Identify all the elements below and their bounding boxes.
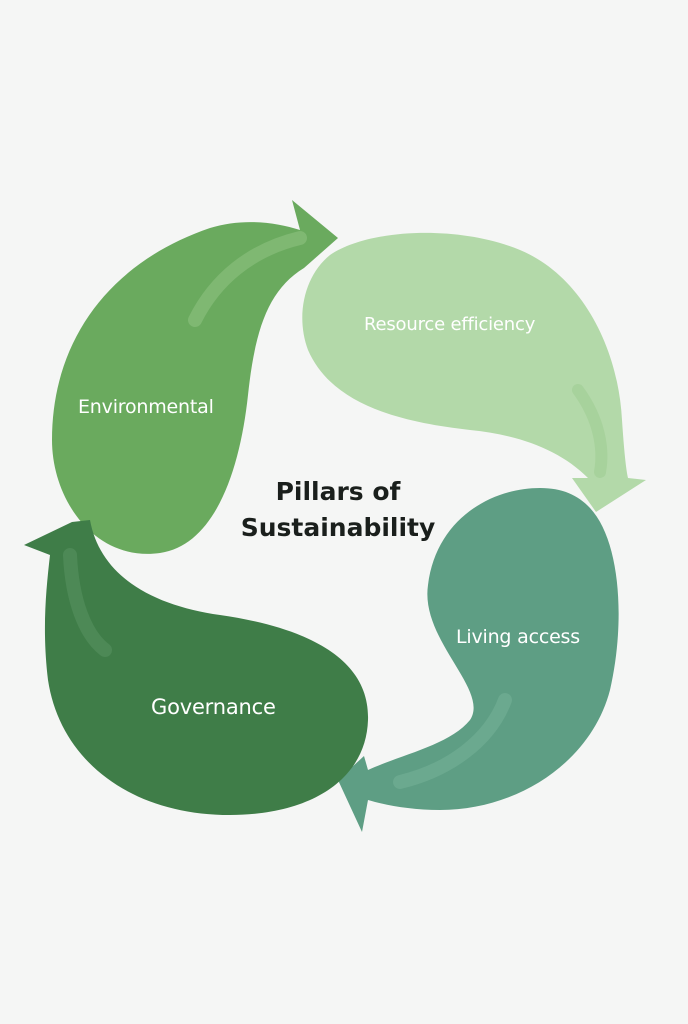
label-resource-efficiency: Resource efficiency bbox=[364, 314, 536, 335]
title-line-2: Sustainability bbox=[240, 513, 436, 542]
segment-governance bbox=[24, 520, 369, 815]
label-living-access: Living access bbox=[456, 626, 580, 648]
title-line-1: Pillars of bbox=[275, 477, 401, 506]
segment-environmental bbox=[52, 200, 338, 554]
label-governance: Governance bbox=[151, 695, 276, 719]
segment-living-access bbox=[338, 488, 619, 832]
label-environmental: Environmental bbox=[78, 396, 214, 418]
segment-resource-efficiency bbox=[302, 232, 646, 513]
center-title: Pillars of Sustainability bbox=[218, 474, 458, 546]
